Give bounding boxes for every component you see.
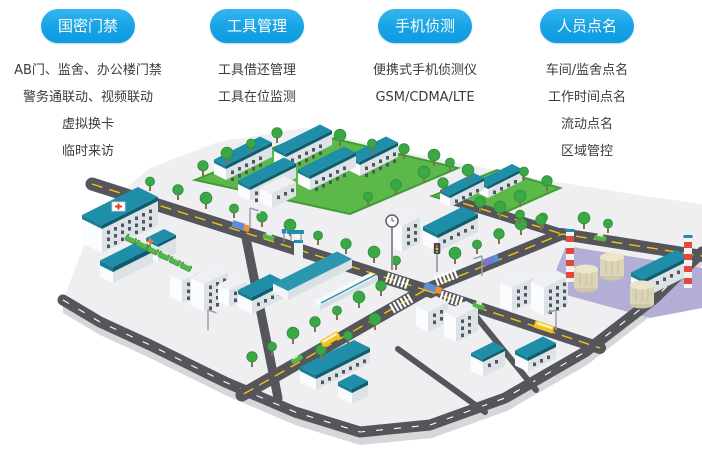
feature-column-tool-management: 工具管理 工具借还管理 工具在位监测 [187, 9, 327, 111]
feature-item: AB门、监舍、办公楼门禁 [14, 63, 162, 78]
category-button-tool-management[interactable]: 工具管理 [209, 9, 304, 43]
feature-item: 警务通联动、视频联动 [22, 90, 153, 105]
feature-column-access-control: 国密门禁 AB门、监舍、办公楼门禁 警务通联动、视频联动 虚拟换卡 临时来访 [8, 9, 168, 165]
school [300, 340, 370, 404]
feature-list: 车间/监舍点名 工作时间点名 流动点名 区域管控 [512, 57, 662, 165]
feature-list: 工具借还管理 工具在位监测 [187, 57, 327, 111]
hospital [82, 187, 176, 262]
feature-column-roll-call: 人员点名 车间/监舍点名 工作时间点名 流动点名 区域管控 [512, 9, 662, 165]
feature-item: 工作时间点名 [547, 90, 626, 105]
feature-column-phone-detection: 手机侦测 便携式手机侦测仪 GSM/CDMA/LTE [350, 9, 500, 111]
train-station [273, 234, 378, 310]
trees [145, 127, 613, 367]
category-button-access-control[interactable]: 国密门禁 [40, 9, 135, 43]
feature-item: 区域管控 [560, 144, 613, 159]
feature-list: AB门、监舍、办公楼门禁 警务通联动、视频联动 虚拟换卡 临时来访 [8, 57, 168, 165]
feature-item: GSM/CDMA/LTE [375, 90, 475, 105]
category-button-roll-call[interactable]: 人员点名 [539, 9, 634, 43]
crosswalks [385, 268, 464, 314]
feature-item: 临时来访 [61, 144, 114, 159]
feature-item: 工具在位监测 [217, 90, 296, 105]
feature-item: 便携式手机侦测仪 [372, 63, 477, 78]
vehicles [231, 220, 607, 364]
feature-item: 车间/监舍点名 [545, 63, 629, 78]
feature-list: 便携式手机侦测仪 GSM/CDMA/LTE [350, 57, 500, 111]
feature-item: 工具借还管理 [217, 63, 296, 78]
parking-lot [124, 234, 192, 272]
factory [565, 229, 693, 309]
category-button-phone-detection[interactable]: 手机侦测 [377, 9, 472, 43]
feature-item: 虚拟换卡 [61, 117, 114, 132]
feature-item: 流动点名 [560, 117, 613, 132]
street-props [207, 207, 557, 330]
